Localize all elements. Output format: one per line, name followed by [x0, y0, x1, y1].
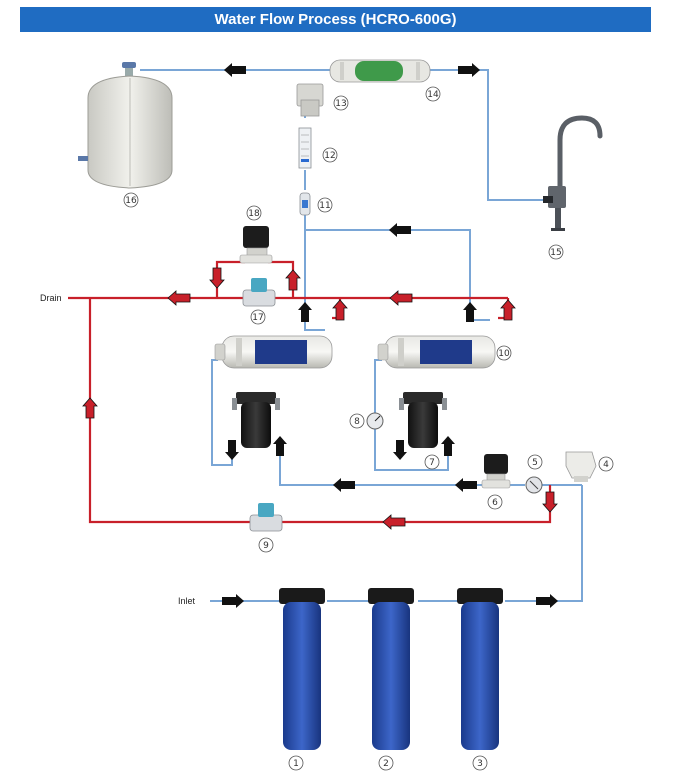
- svg-text:13: 13: [335, 99, 346, 109]
- arrow-permeate-join: [389, 223, 411, 237]
- svg-text:11: 11: [319, 201, 330, 211]
- callout-3: 3: [472, 755, 488, 771]
- callout-11: 11: [317, 197, 333, 213]
- concentrate-valve: [249, 503, 283, 532]
- arrow-to-faucet: [458, 63, 480, 77]
- carbon-filter-left: [232, 392, 280, 448]
- callout-6: 6: [487, 494, 503, 510]
- svg-text:16: 16: [125, 196, 137, 206]
- faucet: [543, 115, 603, 231]
- callout-18: 18: [246, 205, 262, 221]
- arrow-drain-down-pump: [542, 491, 558, 513]
- arrow-after-filter-3: [536, 594, 558, 608]
- callout-17: 17: [250, 309, 266, 325]
- callout-14: 14: [425, 86, 441, 102]
- svg-text:17: 17: [252, 313, 263, 323]
- sediment-filter-1: [279, 588, 325, 750]
- drain-lines: [68, 260, 552, 524]
- callout-9: 9: [258, 537, 274, 553]
- arrow-drain-mem-right: [500, 299, 516, 321]
- svg-text:7: 7: [429, 458, 435, 468]
- callout-12: 12: [322, 147, 338, 163]
- svg-text:3: 3: [477, 759, 483, 769]
- ro-membrane-left: [214, 335, 333, 369]
- ro-membrane-right: [377, 335, 496, 369]
- callout-7: 7: [424, 454, 440, 470]
- svg-text:5: 5: [532, 458, 538, 468]
- svg-text:1: 1: [293, 759, 299, 769]
- svg-text:8: 8: [354, 417, 360, 427]
- inlet-solenoid-valve: [481, 454, 511, 489]
- booster-pump-head: [565, 451, 597, 482]
- svg-text:6: 6: [492, 498, 498, 508]
- arrow-up-permeate-right: [463, 302, 477, 322]
- flush-valve: [242, 278, 276, 307]
- arrow-drain-18-up: [285, 269, 301, 291]
- arrow-inlet: [222, 594, 244, 608]
- arrow-down-left-a: [225, 440, 239, 460]
- flow-meter: [298, 127, 312, 169]
- pressure-gauge: [366, 412, 384, 430]
- arrow-up-permeate-left: [298, 302, 312, 322]
- svg-text:2: 2: [383, 759, 389, 769]
- flow-arrows: [82, 63, 558, 608]
- arrow-drain-main-1: [167, 290, 191, 306]
- svg-text:4: 4: [603, 460, 609, 470]
- arrow-down-right-a: [393, 440, 407, 460]
- component-numbers: 1 2 3 4 5 6 7 8 9 10 11 12 13 14 15 16 1…: [123, 86, 614, 771]
- arrow-drain-bottom: [382, 514, 406, 530]
- callout-16: 16: [123, 192, 139, 208]
- arrow-up-right-a: [441, 436, 455, 456]
- arrow-up-left-a: [273, 436, 287, 456]
- callout-13: 13: [333, 95, 349, 111]
- arrow-to-prefilter-left: [333, 478, 355, 492]
- svg-text:10: 10: [498, 349, 510, 359]
- water-lines: [140, 69, 583, 602]
- high-pressure-switch: [296, 83, 324, 117]
- svg-text:15: 15: [550, 248, 561, 258]
- carbon-filter-right: [399, 392, 447, 448]
- arrow-drain-main-2: [389, 290, 413, 306]
- svg-text:12: 12: [324, 151, 335, 161]
- svg-text:18: 18: [248, 209, 260, 219]
- arrow-drain-mem-left: [332, 299, 348, 321]
- low-pressure-switch: [525, 476, 543, 494]
- check-valve: [299, 192, 311, 216]
- callout-8: 8: [349, 413, 365, 429]
- callout-15: 15: [548, 244, 564, 260]
- svg-text:9: 9: [263, 541, 269, 551]
- drain-label: Drain: [40, 293, 62, 303]
- callout-4: 4: [598, 456, 614, 472]
- sediment-filter-3: [457, 588, 503, 750]
- arrow-to-tank: [224, 63, 246, 77]
- arrow-drain-18-down: [209, 267, 225, 289]
- callout-1: 1: [288, 755, 304, 771]
- callout-2: 2: [378, 755, 394, 771]
- pressure-tank: [78, 62, 173, 189]
- inline-post-filter: [329, 59, 431, 83]
- callout-10: 10: [496, 345, 512, 361]
- arrow-drain-up-left: [82, 397, 98, 419]
- callout-5: 5: [527, 454, 543, 470]
- diagram-title: Water Flow Process (HCRO-600G): [20, 7, 651, 32]
- sediment-filter-2: [368, 588, 414, 750]
- svg-text:14: 14: [427, 90, 439, 100]
- arrow-to-pump: [455, 478, 477, 492]
- flush-solenoid-valve: [239, 226, 273, 264]
- inlet-label: Inlet: [178, 596, 196, 606]
